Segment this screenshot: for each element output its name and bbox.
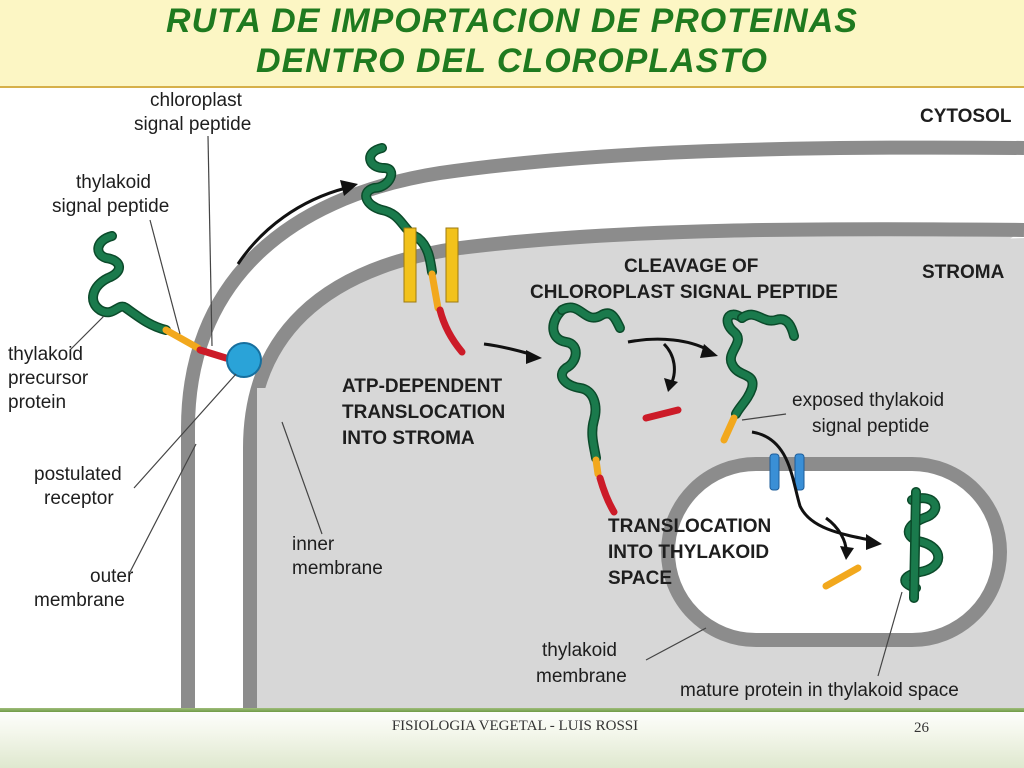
outer-channel <box>403 227 459 303</box>
page-title-line-1: RUTA DE IMPORTACION DE PROTEINAS <box>166 2 858 40</box>
label-thylakoid-membrane: thylakoid membrane <box>536 640 627 687</box>
chloroplast-import-diagram: chloroplast signal peptide thylakoid sig… <box>8 90 1024 708</box>
cleaved-protein <box>720 309 799 444</box>
label-translocation-thylakoid: TRANSLOCATION INTO THYLAKOID SPACE <box>608 516 777 589</box>
footer-text: FISIOLOGIA VEGETAL - LUIS ROSSI <box>391 718 639 734</box>
cleaved-thylakoid-peptide <box>822 564 862 590</box>
footer-rule <box>0 708 1024 712</box>
label-outer-membrane: outer membrane <box>34 566 139 611</box>
cleaved-chloroplast-peptide <box>642 406 682 422</box>
mature-protein <box>900 487 944 603</box>
thylakoid-channel <box>769 453 805 491</box>
cleavage-arrow <box>627 337 709 352</box>
label-atp-translocation: ATP-DEPENDENT TRANSLOCATION INTO STROMA <box>342 376 511 449</box>
import-arrowhead <box>340 180 358 196</box>
precursor-protein <box>88 231 230 362</box>
footer: FISIOLOGIA VEGETAL - LUIS ROSSI 26 <box>0 708 1024 768</box>
page-title-line-2: DENTRO DEL CLOROPLASTO <box>256 42 768 80</box>
label-inner-membrane: inner membrane <box>292 534 383 579</box>
title-bar: RUTA DE IMPORTACION DE PROTEINAS DENTRO … <box>0 0 1024 88</box>
label-chloroplast-signal-peptide: chloroplast signal peptide <box>134 90 251 135</box>
page-number: 26 <box>914 720 929 736</box>
label-exposed-thylakoid-signal-peptide: exposed thylakoid signal peptide <box>792 390 949 437</box>
label-thylakoid-precursor-protein: thylakoid precursor protein <box>8 344 94 413</box>
leader-lines <box>69 135 903 677</box>
import-arrow <box>236 186 347 265</box>
label-postulated-receptor: postulated receptor <box>34 464 127 509</box>
stroma-protein <box>548 302 625 516</box>
postulated-receptor <box>226 342 262 378</box>
label-cytosol: CYTOSOL <box>920 106 1012 127</box>
label-stroma: STROMA <box>922 262 1005 283</box>
label-mature-protein: mature protein in thylakoid space <box>680 680 959 701</box>
translocating-protein <box>361 143 466 356</box>
cleaved-peptide-arrow <box>662 342 676 383</box>
label-thylakoid-signal-peptide: thylakoid signal peptide <box>52 172 169 217</box>
outer-membrane <box>181 140 1024 708</box>
label-cleavage: CLEAVAGE OF CHLOROPLAST SIGNAL PEPTIDE <box>530 256 838 303</box>
